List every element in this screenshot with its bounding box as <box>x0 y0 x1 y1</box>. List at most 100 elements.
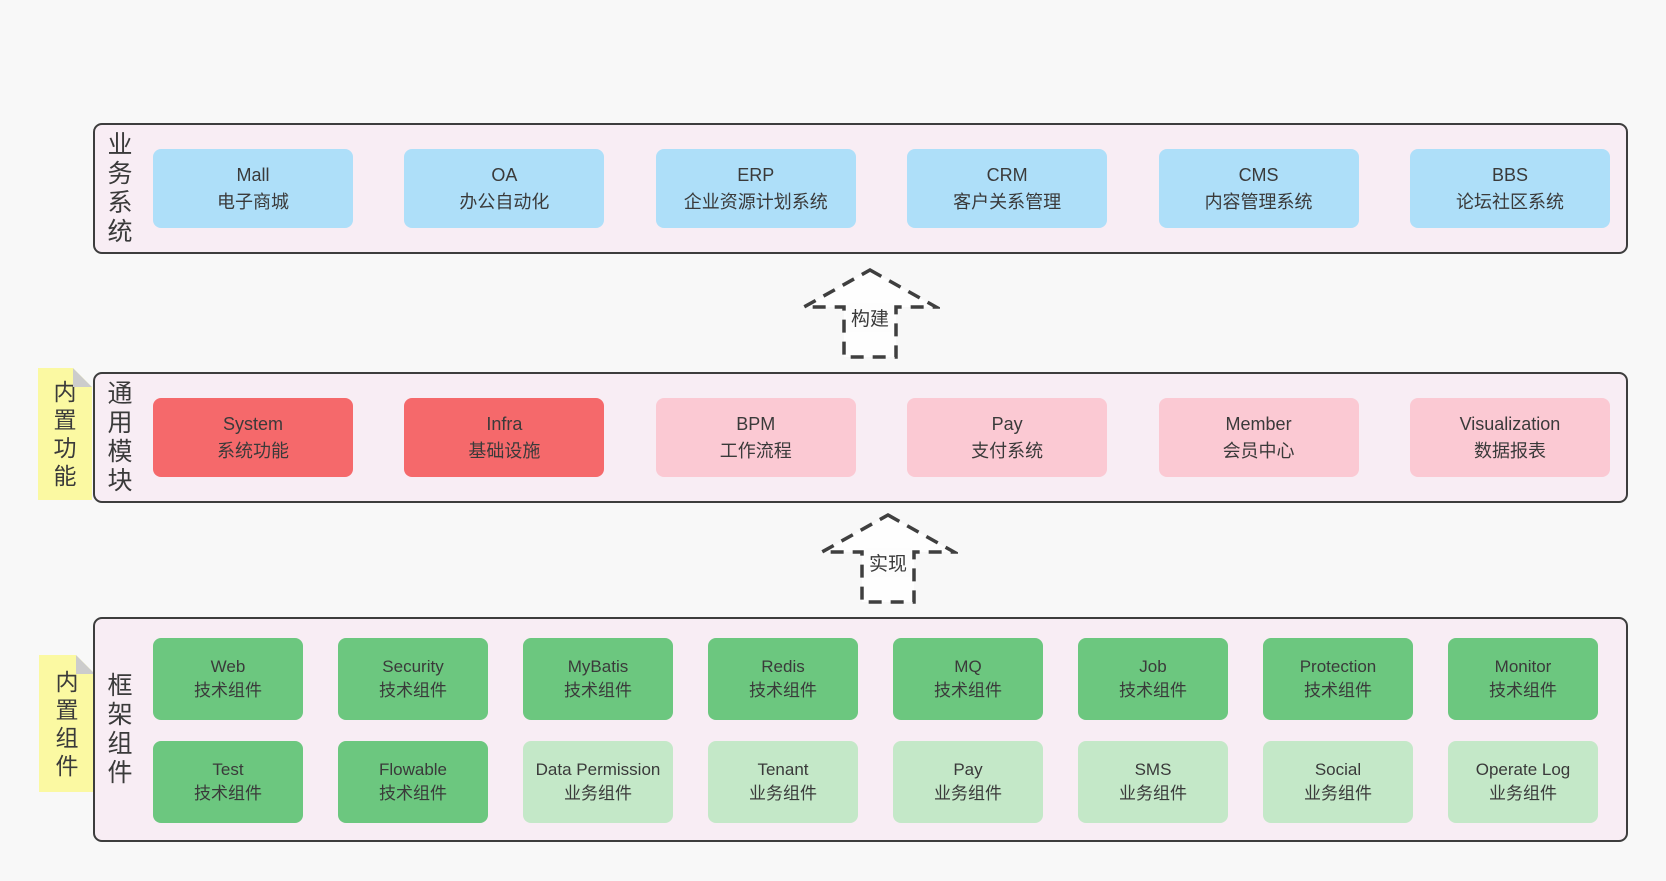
box-subtitle: 技术组件 <box>194 784 262 803</box>
box-oa: OA 办公自动化 <box>404 149 605 228</box>
box-title: Security <box>382 657 444 676</box>
box-subtitle: 技术组件 <box>1119 681 1187 700</box>
box-subtitle: 技术组件 <box>749 681 817 700</box>
box-social: Social 业务组件 <box>1263 741 1413 823</box>
box-subtitle: 数据报表 <box>1473 440 1546 461</box>
box-sms: SMS 业务组件 <box>1078 741 1228 823</box>
box-title: CRM <box>986 164 1028 185</box>
box-subtitle: 论坛社区系统 <box>1455 191 1564 212</box>
box-mall: Mall 电子商城 <box>153 149 353 228</box>
box-subtitle: 电子商城 <box>217 191 289 212</box>
common-modules-panel: 通用模块 System 系统功能 Infra 基础设施 BPM 工作流程 Pay… <box>93 372 1628 503</box>
box-subtitle: 内容管理系统 <box>1204 191 1313 212</box>
box-title: Protection <box>1299 657 1377 676</box>
business-systems-panel: 业务系统 Mall 电子商城 OA 办公自动化 ERP 企业资源计划系统 CRM… <box>93 123 1628 254</box>
box-infra: Infra 基础设施 <box>404 398 605 477</box>
box-subtitle: 技术组件 <box>194 681 262 700</box>
box-subtitle: 客户关系管理 <box>953 191 1062 212</box>
box-data-permission: Data Permission 业务组件 <box>523 741 673 823</box>
box-title: CMS <box>1238 164 1279 185</box>
box-system: System 系统功能 <box>153 398 353 477</box>
box-subtitle: 基础设施 <box>468 440 541 461</box>
implement-arrow-icon: 实现 <box>818 511 958 606</box>
box-flowable: Flowable 技术组件 <box>338 741 488 823</box>
arrow-label: 构建 <box>846 303 894 332</box>
framework-row-2: Test 技术组件 Flowable 技术组件 Data Permission … <box>153 741 1598 823</box>
box-cms: CMS 内容管理系统 <box>1158 149 1359 228</box>
panel-label: 框架组件 <box>95 619 145 840</box>
business-systems-boxes: Mall 电子商城 OA 办公自动化 ERP 企业资源计划系统 CRM 客户关系… <box>145 125 1626 252</box>
box-title: Pay <box>991 413 1023 434</box>
box-test: Test 技术组件 <box>153 741 303 823</box>
box-title: Visualization <box>1459 413 1561 434</box>
box-subtitle: 办公自动化 <box>459 191 550 212</box>
sticky-note-built-in-components: 内置组件 <box>39 655 95 792</box>
panel-label: 业务系统 <box>95 125 145 252</box>
box-title: MQ <box>954 657 982 676</box>
box-job: Job 技术组件 <box>1078 638 1228 720</box>
sticky-note-label: 内置功能 <box>53 379 77 489</box>
box-crm: CRM 客户关系管理 <box>907 149 1108 228</box>
box-member: Member 会员中心 <box>1158 398 1359 477</box>
box-operate-log: Operate Log 业务组件 <box>1448 741 1598 823</box>
box-title: MyBatis <box>567 657 629 676</box>
box-security: Security 技术组件 <box>338 638 488 720</box>
box-title: ERP <box>737 164 775 185</box>
box-subtitle: 企业资源计划系统 <box>683 191 828 212</box>
box-visualization: Visualization 数据报表 <box>1409 398 1610 477</box>
box-title: Data Permission <box>535 760 661 779</box>
box-title: OA <box>491 164 518 185</box>
box-subtitle: 技术组件 <box>1489 681 1557 700</box>
box-title: BBS <box>1491 164 1528 185</box>
box-tenant: Tenant 业务组件 <box>708 741 858 823</box>
box-title: Mall <box>236 164 270 185</box>
box-subtitle: 业务组件 <box>564 784 632 803</box>
box-title: System <box>222 413 283 434</box>
box-subtitle: 技术组件 <box>1304 681 1372 700</box>
sticky-note-built-in-features: 内置功能 <box>38 368 92 500</box>
box-title: Tenant <box>757 760 809 779</box>
box-title: SMS <box>1134 760 1172 779</box>
box-bpm: BPM 工作流程 <box>655 398 856 477</box>
box-title: Flowable <box>378 760 448 779</box>
box-subtitle: 业务组件 <box>934 784 1002 803</box>
box-pay: Pay 支付系统 <box>907 398 1108 477</box>
box-protection: Protection 技术组件 <box>1263 638 1413 720</box>
build-arrow-icon: 构建 <box>800 266 940 361</box>
panel-label: 通用模块 <box>95 374 145 501</box>
box-title: Operate Log <box>1475 760 1571 779</box>
box-title: Infra <box>486 413 523 434</box>
box-title: Pay <box>953 760 983 779</box>
box-title: Monitor <box>1494 657 1552 676</box>
box-subtitle: 工作流程 <box>719 440 792 461</box>
box-subtitle: 业务组件 <box>1489 784 1557 803</box>
panel-label-text: 框架组件 <box>107 671 133 787</box>
box-web: Web 技术组件 <box>153 638 303 720</box>
box-redis: Redis 技术组件 <box>708 638 858 720</box>
box-subtitle: 技术组件 <box>934 681 1002 700</box>
box-title: Web <box>210 657 246 676</box>
box-subtitle: 业务组件 <box>749 784 817 803</box>
box-subtitle: 技术组件 <box>379 681 447 700</box>
framework-components-boxes: Web 技术组件 Security 技术组件 MyBatis 技术组件 Redi… <box>145 619 1626 840</box>
panel-label-text: 业务系统 <box>107 130 133 246</box>
box-mq: MQ 技术组件 <box>893 638 1043 720</box>
box-pay-biz: Pay 业务组件 <box>893 741 1043 823</box>
box-subtitle: 支付系统 <box>971 440 1044 461</box>
box-erp: ERP 企业资源计划系统 <box>655 149 856 228</box>
box-title: Job <box>1139 657 1167 676</box>
box-subtitle: 技术组件 <box>564 681 632 700</box>
box-subtitle: 会员中心 <box>1222 440 1295 461</box>
box-title: Member <box>1225 413 1292 434</box>
box-title: Redis <box>761 657 805 676</box>
box-subtitle: 业务组件 <box>1304 784 1372 803</box>
framework-row-1: Web 技术组件 Security 技术组件 MyBatis 技术组件 Redi… <box>153 638 1598 720</box>
box-subtitle: 业务组件 <box>1119 784 1187 803</box>
box-subtitle: 系统功能 <box>217 440 289 461</box>
box-mybatis: MyBatis 技术组件 <box>523 638 673 720</box>
box-subtitle: 技术组件 <box>379 784 447 803</box>
box-title: Test <box>212 760 244 779</box>
sticky-note-label: 内置组件 <box>55 668 79 779</box>
box-monitor: Monitor 技术组件 <box>1448 638 1598 720</box>
